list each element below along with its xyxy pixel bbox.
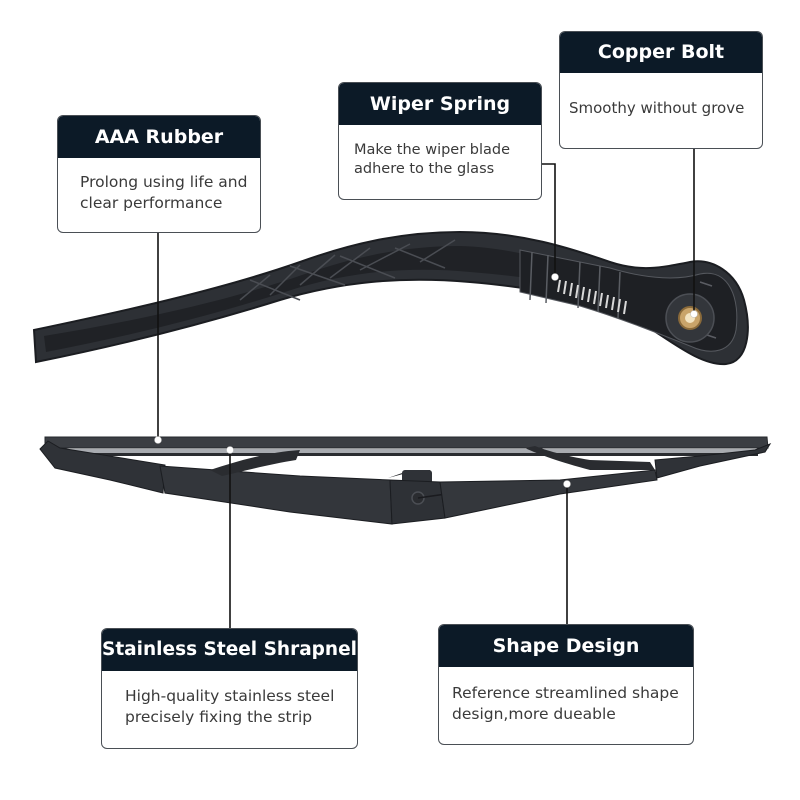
- callout-copper-bolt: Copper Bolt Smoothy without grove: [559, 31, 763, 149]
- wiper-blade: [39, 436, 772, 525]
- callout-description-line: Make the wiper blade: [354, 142, 511, 158]
- callout-wiper-spring: Wiper Spring Make the wiper blade adhere…: [338, 82, 542, 200]
- callout-description: Reference streamlined shape design,more …: [439, 667, 693, 725]
- leader-lines: [157, 149, 695, 628]
- callout-title: Copper Bolt: [560, 32, 762, 73]
- callout-shape-design: Shape Design Reference streamlined shape…: [438, 624, 694, 745]
- callout-stainless-steel-shrapnel: Stainless Steel Shrapnel High-quality st…: [101, 628, 358, 749]
- callout-description: High-quality stainless steel precisely f…: [102, 671, 357, 728]
- callout-title: Stainless Steel Shrapnel: [102, 629, 357, 671]
- callout-description-line: Reference streamlined shape: [452, 684, 679, 702]
- callout-description: Prolong using life and clear performance: [58, 158, 260, 214]
- leader-dots: [154, 273, 698, 488]
- callout-title: Shape Design: [439, 625, 693, 667]
- callout-description-line: design,more dueable: [452, 704, 616, 723]
- callout-description-line: clear performance: [80, 193, 223, 212]
- callout-aaa-rubber: AAA Rubber Prolong using life and clear …: [57, 115, 261, 233]
- callout-description: Make the wiper blade adhere to the glass: [339, 125, 541, 179]
- callout-title: Wiper Spring: [339, 83, 541, 125]
- callout-description: Smoothy without grove: [560, 73, 762, 118]
- callout-title: AAA Rubber: [58, 116, 260, 158]
- callout-description-line: precisely fixing the strip: [125, 707, 313, 726]
- callout-description-line: Smoothy without grove: [569, 99, 745, 117]
- callout-description-line: adhere to the glass: [354, 160, 495, 177]
- callout-description-line: Prolong using life and: [80, 173, 248, 191]
- wiper-arm: [32, 230, 749, 366]
- callout-description-line: High-quality stainless steel: [125, 687, 335, 705]
